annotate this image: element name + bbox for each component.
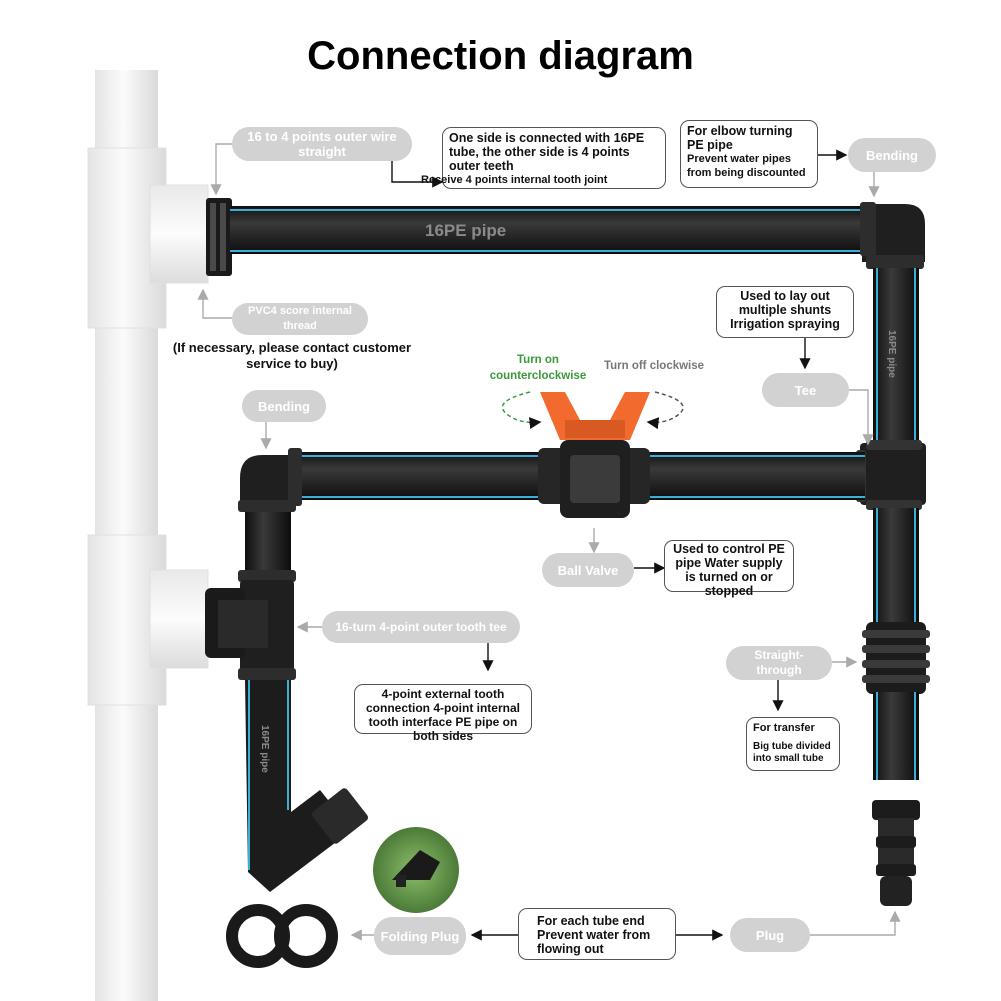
top-pe-pipe (230, 206, 870, 254)
folding-plug-part (226, 904, 338, 968)
left-pe-pipe-lower (245, 680, 369, 892)
page-title: Connection diagram (307, 34, 694, 78)
transfer-description: For transfer Big tube divided into small… (746, 717, 840, 771)
right-tee (856, 440, 926, 510)
transfer-description-line2: Big tube divided into small tube (753, 741, 831, 764)
outer-wire-straight-label: 16 to 4 points outer wire straight (232, 127, 412, 161)
turn-on-label: Turn on counterclockwise (489, 354, 587, 382)
right-pe-pipe-middle (873, 508, 919, 625)
top-connector (206, 198, 232, 276)
right-pe-pipe-upper (873, 268, 919, 443)
right-pipe-label: 16PE pipe (886, 330, 897, 378)
pvc-internal-thread-label: PVC4 score internal thread (232, 303, 368, 335)
outer-tooth-description: 4-point external tooth connection 4-poin… (354, 684, 532, 743)
top-right-elbow (860, 202, 925, 269)
middle-pe-pipe (300, 452, 865, 500)
connector-description: One side is connected with 16PE tube, th… (421, 127, 666, 189)
valve-description: Used to control PE pipe Water supply is … (664, 540, 794, 598)
elbow-description-line2: Prevent water pipes from being discounte… (687, 153, 806, 179)
straight-through-label: Straight-through (726, 646, 832, 680)
connector-lines (197, 143, 901, 941)
turn-off-arrow (646, 391, 684, 430)
transfer-description-line1: For transfer (753, 722, 815, 734)
plug-part (872, 800, 920, 906)
turn-off-label: Turn off clockwise (603, 360, 705, 372)
turn-on-arrow (501, 391, 542, 430)
top-pipe-label: 16PE pipe (425, 221, 506, 240)
bending-top-label: Bending (848, 138, 936, 172)
pvc-main-pipe (87, 70, 209, 1001)
connector-description-text: One side is connected with 16PE tube, th… (449, 131, 645, 173)
right-pe-pipe-lower (873, 692, 919, 780)
folding-plug-label: Folding Plug (374, 917, 466, 955)
bending-left-label: Bending (242, 390, 326, 422)
connector-description-sub: Receive 4 points internal tooth joint (421, 174, 608, 186)
tee-description: Used to lay out multiple shunts Irrigati… (716, 286, 854, 338)
plug-description: For each tube end Prevent water from flo… (518, 908, 676, 960)
ball-valve-label: Ball Valve (542, 553, 634, 587)
straight-through-connector (862, 622, 930, 694)
outer-tooth-tee (205, 570, 296, 680)
left-pipe-label: 16PE pipe (259, 725, 270, 773)
outer-tooth-tee-label: 16-turn 4-point outer tooth tee (322, 611, 520, 643)
elbow-description: For elbow turning PE pipe Prevent water … (680, 120, 818, 188)
plug-label: Plug (730, 918, 810, 952)
tee-label: Tee (762, 373, 849, 407)
elbow-description-line1: For elbow turning PE pipe (687, 124, 793, 152)
folding-plug-photo (373, 827, 459, 913)
contact-note: (If necessary, please contact customer s… (172, 340, 412, 371)
ball-valve (538, 392, 650, 518)
left-elbow (238, 448, 302, 512)
